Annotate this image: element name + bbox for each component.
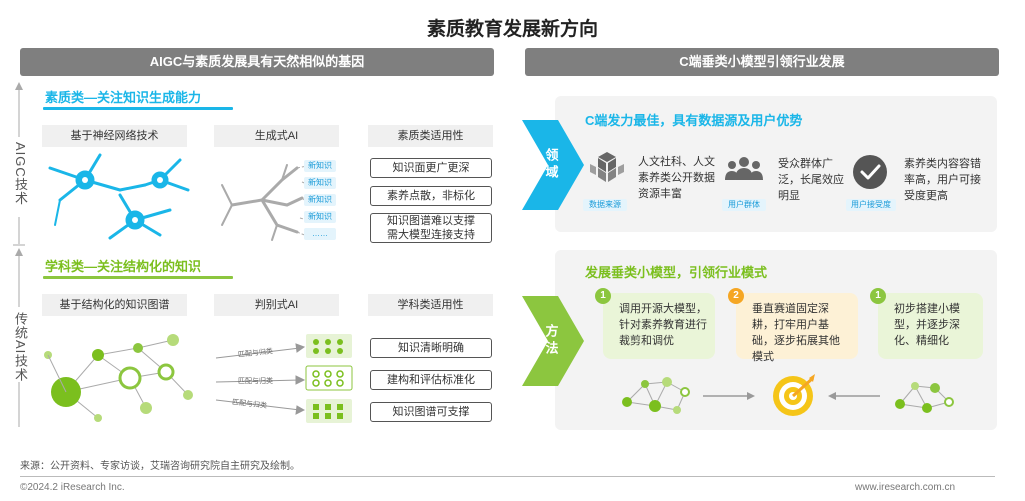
domain-chevron-label: 领域: [543, 148, 559, 182]
method-chevron-label: 方法: [543, 324, 559, 358]
domain-heading: C端发力最佳，具有数据源及用户优势: [585, 113, 803, 128]
section-heading-subject: 学科类—关注结构化的知识: [45, 259, 202, 274]
feature-tag: 用户群体: [722, 199, 766, 211]
method-illustration: [622, 374, 954, 416]
match-label: 匹配与归类: [238, 378, 273, 385]
website-link[interactable]: www.iresearch.com.cn: [855, 482, 956, 493]
domain-chevron: 领域: [534, 120, 568, 210]
classification-grids: [305, 334, 353, 423]
step-badge: 1: [595, 288, 611, 304]
section-underline: [43, 107, 233, 110]
copyright: ©2024.2 iResearch Inc.: [20, 482, 125, 493]
suitability-item: 知识图谱可支撑: [370, 402, 492, 422]
new-knowledge-tag: 新知识: [304, 160, 336, 172]
method-chevron-shape: [522, 296, 584, 386]
feature-text: 素养类内容容错率高，用户可接受度更高: [904, 158, 981, 202]
col-head: 学科类适用性: [368, 294, 493, 316]
feature-tag: 用户接受度: [846, 199, 896, 211]
domain-chevron-shape: [522, 120, 584, 210]
section-heading-quality: 素质类—关注知识生成能力: [45, 90, 202, 105]
page-title: 素质教育发展新方向: [426, 19, 598, 40]
cubes-icon: [590, 152, 624, 182]
suitability-item: 知识面更广更深: [370, 158, 492, 178]
neuron-illustration: [48, 153, 190, 240]
method-chevron: 方法: [534, 296, 568, 386]
new-knowledge-tag: 新知识: [304, 211, 336, 223]
right-banner: C端垂类小模型引领行业发展: [525, 48, 999, 76]
new-knowledge-tag: 新知识: [304, 194, 336, 206]
suitability-item: 素养点散，非标化: [370, 186, 492, 206]
axis-label-traditional: 传统AI技术: [13, 312, 28, 383]
feature-tag: 数据来源: [583, 199, 627, 211]
suitability-item: 建构和评估标准化: [370, 370, 492, 390]
match-arrows: [215, 343, 306, 415]
step-card: 调用开源大模型，针对素养教育进行裁剪和调优: [603, 293, 715, 359]
users-icon: [725, 157, 763, 180]
generative-tree-illustration: [221, 164, 308, 241]
suitability-item: 知识图谱难以支撑 需大模型连接支持: [370, 213, 492, 243]
axis-arrow: [13, 82, 25, 427]
feature-text: 受众群体广泛，长尾效应明显: [778, 158, 844, 202]
method-heading: 发展垂类小模型，引领行业模式: [585, 265, 768, 280]
new-knowledge-list: 新知识 新知识 新知识 新知识 ……: [304, 160, 336, 240]
new-knowledge-tag: ……: [304, 228, 336, 240]
domain-panel: [555, 96, 997, 232]
section-underline: [43, 276, 233, 279]
step-card: 垂直赛道固定深耕，打牢用户基础，逐步拓展其他模式: [736, 293, 858, 363]
knowledge-graph-illustration: [44, 334, 193, 422]
suitability-item: 知识清晰明确: [370, 338, 492, 358]
col-head: 素质类适用性: [368, 125, 493, 147]
new-knowledge-tag: 新知识: [304, 177, 336, 189]
step-badge: 2: [728, 288, 744, 304]
source-note: 来源：公开资料、专家访谈，艾瑞咨询研究院自主研究及绘制。: [20, 461, 300, 472]
step-card: 初步搭建小模型，并逐步深化、精细化: [878, 293, 983, 359]
left-banner: AIGC与素质发展具有天然相似的基因: [20, 48, 494, 76]
col-head: 生成式AI: [214, 125, 339, 147]
check-icon: [853, 155, 887, 189]
col-head: 基于神经网络技术: [42, 125, 187, 147]
feature-text: 人文社科、人文素养类公开数据资源丰富: [638, 156, 715, 200]
col-head: 基于结构化的知识图谱: [42, 294, 187, 316]
step-badge: 1: [870, 288, 886, 304]
axis-label-aigc: AIGC技术: [13, 142, 28, 206]
footer-divider: [20, 476, 995, 477]
col-head: 判别式AI: [214, 294, 339, 316]
